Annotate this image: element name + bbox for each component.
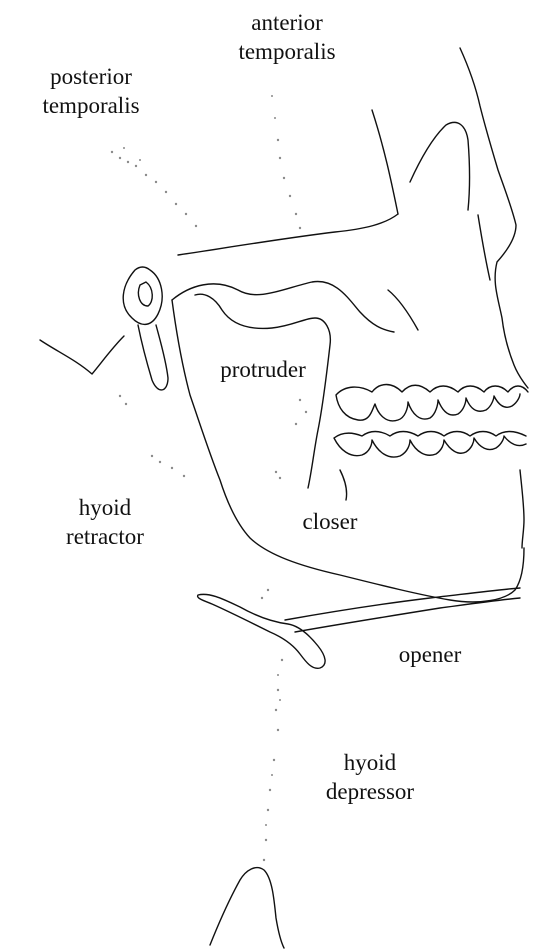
ear-inner — [138, 282, 152, 306]
hyoid-bone — [198, 594, 325, 668]
label-protruder: protruder — [198, 355, 328, 384]
opener-band-lower — [295, 598, 520, 632]
label-hyoid-depressor-line1: hyoid — [305, 748, 435, 777]
nasal-outline — [478, 215, 490, 280]
label-posterior-temporalis-line1: posterior — [6, 62, 176, 91]
mandible-outline — [172, 300, 524, 602]
label-posterior-temporalis-line2: temporalis — [6, 91, 176, 120]
label-hyoid-depressor: hyoid depressor — [305, 748, 435, 806]
label-anterior-temporalis-line2: temporalis — [202, 37, 372, 66]
opener-band-upper — [285, 588, 520, 620]
muscle-stipple — [111, 95, 307, 861]
face-profile-outline — [460, 48, 528, 388]
label-opener-text: opener — [375, 640, 485, 669]
label-anterior-temporalis: anterior temporalis — [202, 8, 372, 66]
label-anterior-temporalis-line1: anterior — [202, 8, 372, 37]
zygomatic-arch — [172, 281, 394, 332]
skull-base-outline — [178, 214, 398, 255]
lower-teeth — [334, 432, 526, 458]
label-hyoid-depressor-line2: depressor — [305, 777, 435, 806]
ear-outline — [123, 267, 162, 324]
label-closer-text: closer — [275, 507, 385, 536]
upper-teeth — [336, 385, 528, 421]
label-closer: closer — [275, 507, 385, 536]
larynx-outline — [210, 868, 284, 948]
label-hyoid-retractor-line2: retractor — [40, 522, 170, 551]
neck-back-outline — [40, 336, 124, 374]
label-protruder-text: protruder — [198, 355, 328, 384]
maxilla-outline — [372, 110, 398, 214]
label-hyoid-retractor-line1: hyoid — [40, 493, 170, 522]
coronoid-outline — [195, 294, 330, 488]
label-posterior-temporalis: posterior temporalis — [6, 62, 176, 120]
label-hyoid-retractor: hyoid retractor — [40, 493, 170, 551]
cheek-outline — [388, 290, 418, 330]
label-opener: opener — [375, 640, 485, 669]
orbit-outline — [410, 122, 470, 210]
mastoid-outline — [138, 325, 168, 390]
